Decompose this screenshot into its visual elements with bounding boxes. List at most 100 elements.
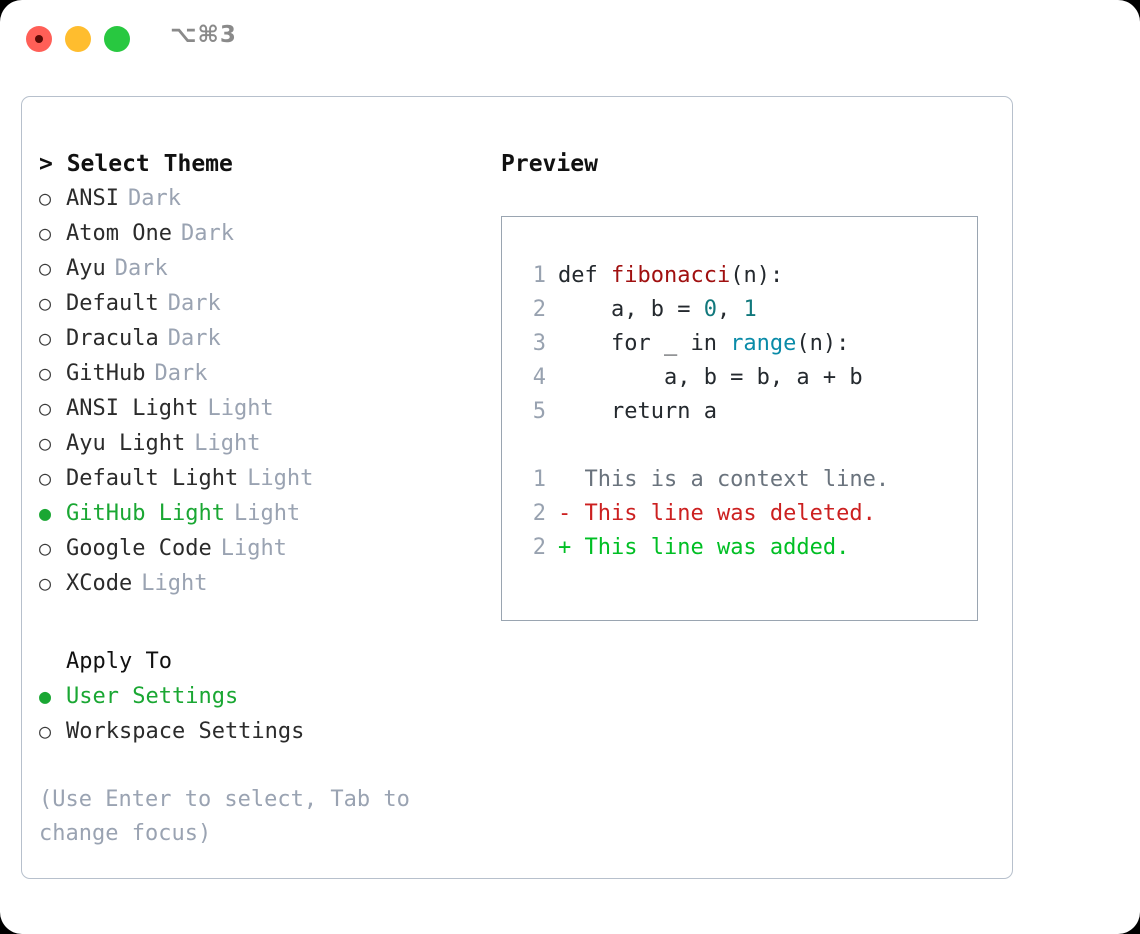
radio-icon: ○ (39, 256, 52, 280)
line-number: 2 (532, 535, 546, 560)
radio-icon: ○ (39, 431, 52, 455)
theme-name: Google Code (66, 536, 212, 561)
diff-line-added: 2 + This line was added. (520, 531, 977, 565)
code-content: for _ in range(n): (558, 331, 850, 356)
maximize-button-icon[interactable] (104, 26, 130, 52)
apply-to-list: ● User Settings ○ Workspace Settings (39, 679, 499, 749)
radio-icon-selected: ● (39, 684, 52, 708)
code-line: 3 for _ in range(n): (520, 327, 977, 361)
theme-variant: Dark (167, 326, 221, 351)
theme-variant: Dark (167, 291, 221, 316)
code-token-function: fibonacci (610, 263, 731, 288)
theme-name: Default (66, 291, 159, 316)
theme-name: Ayu Light (66, 431, 186, 456)
preview-header: Preview (501, 151, 598, 177)
code-line: 1 def fibonacci(n): (520, 259, 977, 293)
theme-variant: Light (233, 501, 301, 526)
theme-list-item[interactable]: ○ Default Light Light (39, 461, 499, 496)
theme-name: Dracula (66, 326, 159, 351)
radio-icon: ○ (39, 186, 52, 210)
theme-list-item[interactable]: ○ Ayu Dark (39, 251, 499, 286)
keyboard-hint-text: (Use Enter to select, Tab to change focu… (39, 787, 424, 846)
theme-name: Atom One (66, 221, 172, 246)
diff-content: This line was added. (571, 535, 850, 560)
radio-icon-selected: ● (39, 501, 52, 525)
theme-name: Default Light (66, 466, 239, 491)
preview-column: Preview 1 def fibonacci(n): 2 a, b = 0, … (501, 147, 1001, 621)
line-number: 1 (532, 467, 546, 492)
theme-list-item[interactable]: ○ Atom One Dark (39, 216, 499, 251)
apply-to-option-user-settings[interactable]: ● User Settings (39, 679, 499, 714)
radio-icon: ○ (39, 571, 52, 595)
keyboard-shortcut-label: ⌥⌘3 (170, 22, 237, 48)
diff-content: This line was deleted. (571, 501, 876, 526)
theme-name: GitHub Light (66, 501, 225, 526)
code-sample: 1 def fibonacci(n): 2 a, b = 0, 1 3 for … (520, 259, 977, 429)
apply-to-header: Apply To (66, 649, 172, 674)
diff-line-deleted: 2 - This line was deleted. (520, 497, 977, 531)
radio-icon: ○ (39, 221, 52, 245)
line-number: 5 (532, 399, 546, 424)
theme-name: Ayu (66, 256, 106, 281)
radio-icon: ○ (39, 466, 52, 490)
theme-list-item[interactable]: ○ GitHub Dark (39, 356, 499, 391)
line-number: 2 (532, 297, 546, 322)
radio-icon: ○ (39, 291, 52, 315)
code-content: def fibonacci(n): (558, 263, 784, 288)
theme-list-item[interactable]: ○ Google Code Light (39, 531, 499, 566)
code-token-number: 1 (743, 297, 757, 322)
theme-list-item[interactable]: ○ XCode Light (39, 566, 499, 601)
preview-box: 1 def fibonacci(n): 2 a, b = 0, 1 3 for … (501, 216, 978, 621)
code-line: 2 a, b = 0, 1 (520, 293, 977, 327)
close-button-icon[interactable] (26, 26, 52, 52)
theme-list-item-selected[interactable]: ● GitHub Light Light (39, 496, 499, 531)
diff-content: This is a context line. (558, 467, 890, 492)
theme-variant: Light (207, 396, 274, 421)
theme-name: XCode (66, 571, 133, 596)
hint-spacer (39, 749, 499, 783)
theme-variant: Dark (180, 221, 234, 246)
diff-spacer (520, 429, 977, 463)
theme-list-item[interactable]: ○ ANSI Dark (39, 181, 499, 216)
theme-variant: Light (220, 536, 287, 561)
theme-list-item[interactable]: ○ Default Dark (39, 286, 499, 321)
select-theme-header: > Select Theme (39, 151, 233, 177)
diff-line-context: 1 This is a context line. (520, 463, 977, 497)
code-line: 5 return a (520, 395, 977, 429)
theme-variant: Dark (154, 361, 208, 386)
code-content: return a (558, 399, 717, 424)
theme-picker-column: > Select Theme ○ ANSI Dark ○ Atom One Da… (39, 147, 499, 851)
theme-variant: Light (247, 466, 314, 491)
theme-name: ANSI Light (66, 396, 199, 421)
line-number: 3 (532, 331, 546, 356)
code-token-builtin: range (730, 331, 797, 356)
code-line: 4 a, b = b, a + b (520, 361, 977, 395)
code-token-number: 0 (703, 297, 717, 322)
apply-to-label: User Settings (66, 684, 239, 709)
main-panel: > Select Theme ○ ANSI Dark ○ Atom One Da… (21, 96, 1013, 879)
theme-name: ANSI (66, 186, 119, 211)
apply-to-label: Workspace Settings (66, 719, 305, 744)
line-number: 4 (532, 365, 546, 390)
radio-icon: ○ (39, 719, 52, 743)
diff-sample: 1 This is a context line. 2 - This line … (520, 463, 977, 565)
theme-name: GitHub (66, 361, 146, 386)
theme-list-item[interactable]: ○ Ayu Light Light (39, 426, 499, 461)
radio-icon: ○ (39, 536, 52, 560)
theme-variant: Light (194, 431, 261, 456)
theme-list-item[interactable]: ○ ANSI Light Light (39, 391, 499, 426)
minimize-button-icon[interactable] (65, 26, 91, 52)
window-controls (26, 26, 130, 52)
line-number: 2 (532, 501, 546, 526)
apply-to-option-workspace-settings[interactable]: ○ Workspace Settings (39, 714, 499, 749)
theme-variant: Dark (127, 186, 181, 211)
line-number: 1 (532, 263, 546, 288)
radio-icon: ○ (39, 326, 52, 350)
section-spacer (39, 601, 499, 645)
theme-list: ○ ANSI Dark ○ Atom One Dark ○ Ayu Dark (39, 181, 499, 601)
radio-icon: ○ (39, 396, 52, 420)
diff-marker-deleted: - (558, 501, 572, 526)
theme-variant: Light (141, 571, 208, 596)
theme-list-item[interactable]: ○ Dracula Dark (39, 321, 499, 356)
